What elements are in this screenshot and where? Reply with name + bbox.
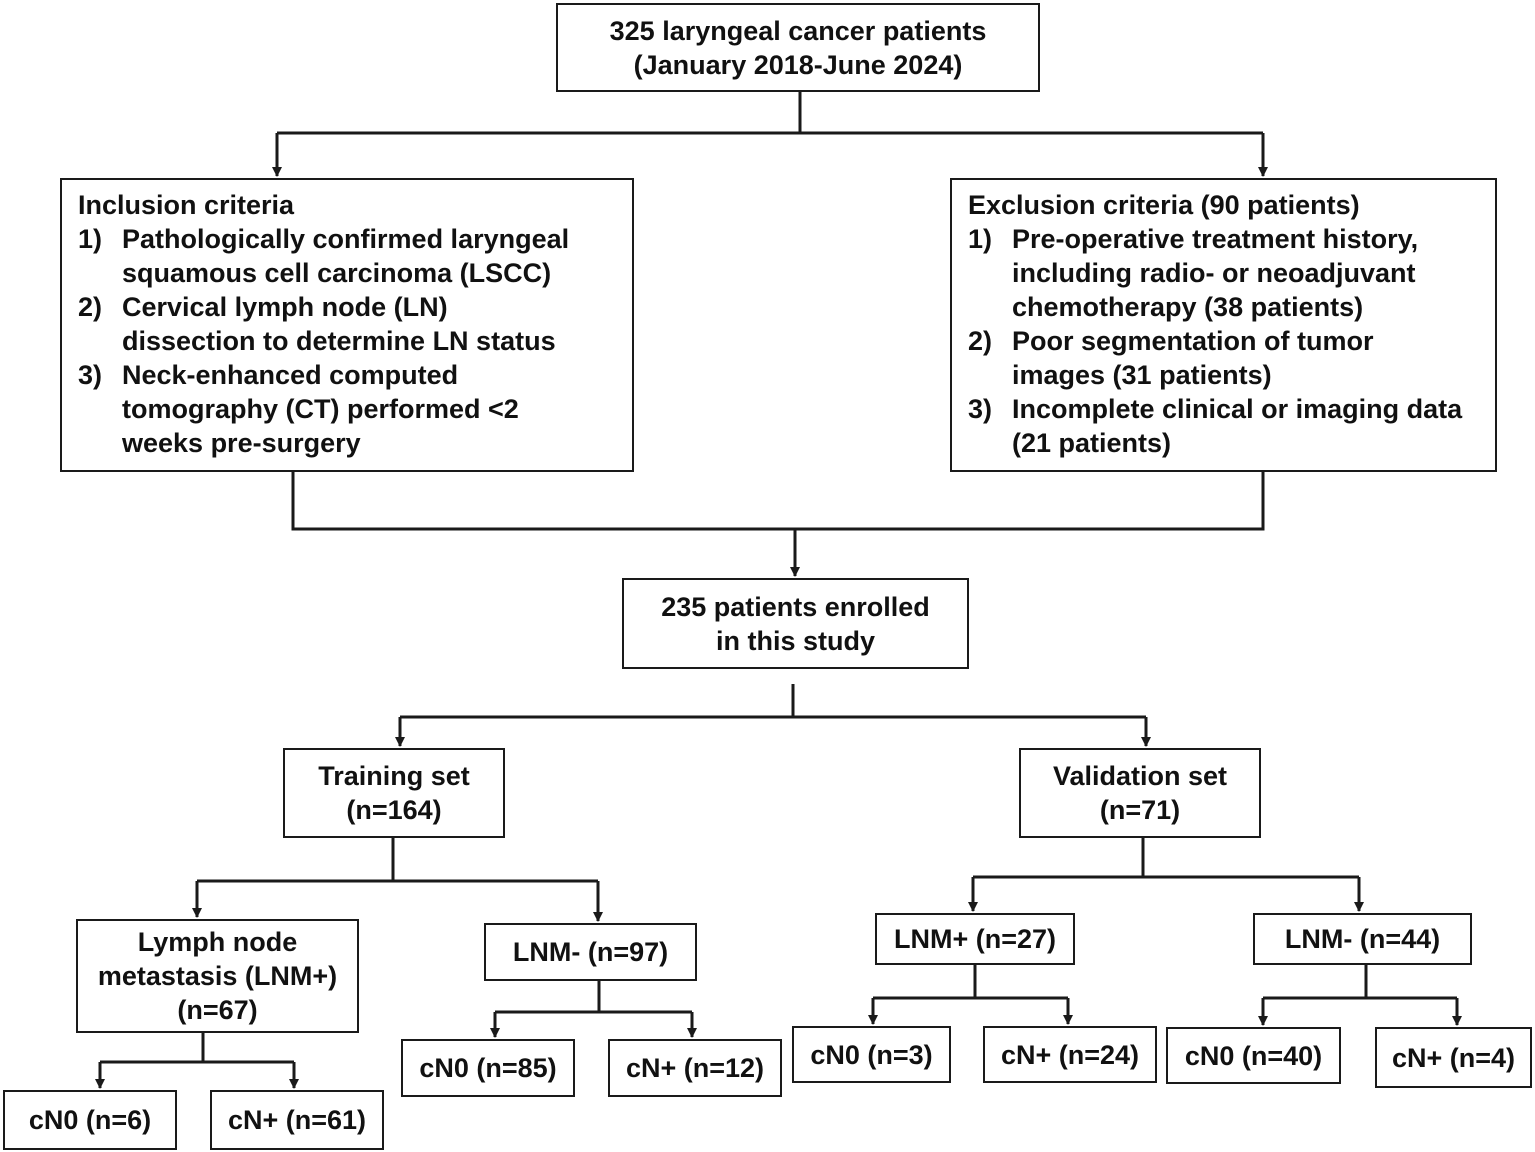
val-lnm-neg-cnp-box: cN+ (n=4) bbox=[1375, 1027, 1532, 1088]
item-number: 2) bbox=[968, 326, 993, 356]
leaf-label: cN0 (n=85) bbox=[419, 1053, 557, 1083]
connector-train-lnm-pos-split bbox=[100, 1032, 294, 1064]
val-lnm-neg-label: LNM- (n=44) bbox=[1284, 924, 1441, 954]
item-text: Pre-operative treatment history, includi… bbox=[1012, 224, 1419, 322]
leaf-label: cN0 (n=40) bbox=[1184, 1040, 1323, 1071]
val-lnm-neg-cn0-box: cN0 (n=40) bbox=[1166, 1027, 1341, 1084]
exclusion-item: 1) Pre-operative treatment history, incl… bbox=[968, 222, 1481, 324]
leaf-label: cN+ (n=12) bbox=[625, 1053, 765, 1083]
inclusion-list: 1) Pathologically confirmed laryngeal sq… bbox=[78, 222, 618, 460]
source-population-box: 325 laryngeal cancer patients (January 2… bbox=[556, 3, 1040, 92]
exclusion-criteria-box: Exclusion criteria (90 patients) 1) Pre-… bbox=[950, 178, 1497, 472]
item-text: Pathologically confirmed laryngeal squam… bbox=[122, 224, 570, 288]
item-text: Cervical lymph node (LN) dissection to d… bbox=[122, 292, 556, 356]
train-lnm-pos-line-2: metastasis (LNM+) bbox=[97, 961, 338, 991]
validation-lnm-negative-box: LNM- (n=44) bbox=[1253, 913, 1472, 965]
val-lnm-pos-label: LNM+ (n=27) bbox=[893, 924, 1057, 954]
source-line-2: (January 2018-June 2024) bbox=[633, 49, 963, 80]
train-lnm-pos-line-1: Lymph node bbox=[137, 927, 298, 957]
inclusion-criteria-box: Inclusion criteria 1) Pathologically con… bbox=[60, 178, 634, 472]
enrolled-line-2: in this study bbox=[715, 625, 875, 656]
train-lnm-pos-cn0-box: cN0 (n=6) bbox=[3, 1090, 177, 1150]
train-lnm-pos-cnp-box: cN+ (n=61) bbox=[210, 1090, 384, 1150]
enrolled-box: 235 patients enrolled in this study bbox=[622, 578, 969, 669]
leaf-label: cN0 (n=6) bbox=[28, 1105, 152, 1135]
leaf-label: cN0 (n=3) bbox=[810, 1039, 933, 1070]
training-lnm-negative-box: LNM- (n=97) bbox=[484, 923, 697, 981]
connector-train-lnm-neg-split bbox=[495, 980, 692, 1014]
inclusion-item: 1) Pathologically confirmed laryngeal sq… bbox=[78, 222, 618, 290]
training-count: (n=164) bbox=[346, 795, 442, 825]
inclusion-title: Inclusion criteria bbox=[78, 190, 295, 220]
train-lnm-neg-cn0-box: cN0 (n=85) bbox=[401, 1039, 575, 1097]
item-number: 1) bbox=[78, 224, 103, 254]
training-lnm-positive-box: Lymph node metastasis (LNM+) (n=67) bbox=[76, 919, 359, 1033]
connector-enrolled-split bbox=[400, 684, 1146, 719]
train-lnm-neg-cnp-box: cN+ (n=12) bbox=[608, 1039, 782, 1097]
val-lnm-pos-cnp-box: cN+ (n=24) bbox=[983, 1026, 1157, 1083]
item-text: Neck-enhanced computed tomography (CT) p… bbox=[122, 360, 519, 458]
val-lnm-pos-cn0-box: cN0 (n=3) bbox=[792, 1026, 951, 1083]
item-text: Poor segmentation of tumor images (31 pa… bbox=[1012, 326, 1374, 390]
inclusion-item: 2) Cervical lymph node (LN) dissection t… bbox=[78, 290, 618, 358]
connector-val-lnm-pos-split bbox=[873, 964, 1068, 1000]
exclusion-list: 1) Pre-operative treatment history, incl… bbox=[968, 222, 1481, 460]
validation-lnm-positive-box: LNM+ (n=27) bbox=[875, 913, 1075, 965]
item-number: 1) bbox=[968, 224, 993, 254]
connector-merge bbox=[291, 472, 1265, 531]
exclusion-item: 3) Incomplete clinical or imaging data (… bbox=[968, 392, 1481, 460]
item-number: 3) bbox=[968, 394, 993, 424]
item-number: 2) bbox=[78, 292, 103, 322]
exclusion-title: Exclusion criteria (90 patients) bbox=[968, 190, 1360, 220]
leaf-label: cN+ (n=4) bbox=[1391, 1042, 1516, 1073]
leaf-label: cN+ (n=61) bbox=[227, 1105, 367, 1135]
validation-count: (n=71) bbox=[1099, 795, 1181, 825]
item-number: 3) bbox=[78, 360, 103, 390]
train-lnm-pos-line-3: (n=67) bbox=[177, 995, 258, 1025]
connector-top-split bbox=[277, 92, 1263, 135]
leaf-label: cN+ (n=24) bbox=[1000, 1039, 1140, 1070]
connector-val-lnm-neg-split bbox=[1263, 964, 1457, 1000]
connector-training-split bbox=[197, 838, 598, 883]
connector-validation-split bbox=[973, 838, 1359, 879]
inclusion-item: 3) Neck-enhanced computed tomography (CT… bbox=[78, 358, 618, 460]
validation-label: Validation set bbox=[1052, 761, 1228, 791]
source-line-1: 325 laryngeal cancer patients bbox=[609, 15, 987, 46]
training-label: Training set bbox=[318, 761, 470, 791]
training-set-box: Training set (n=164) bbox=[283, 748, 505, 838]
validation-set-box: Validation set (n=71) bbox=[1019, 748, 1261, 838]
train-lnm-neg-label: LNM- (n=97) bbox=[512, 937, 669, 967]
enrolled-line-1: 235 patients enrolled bbox=[661, 591, 930, 622]
exclusion-item: 2) Poor segmentation of tumor images (31… bbox=[968, 324, 1481, 392]
item-text: Incomplete clinical or imaging data (21 … bbox=[1012, 394, 1463, 458]
